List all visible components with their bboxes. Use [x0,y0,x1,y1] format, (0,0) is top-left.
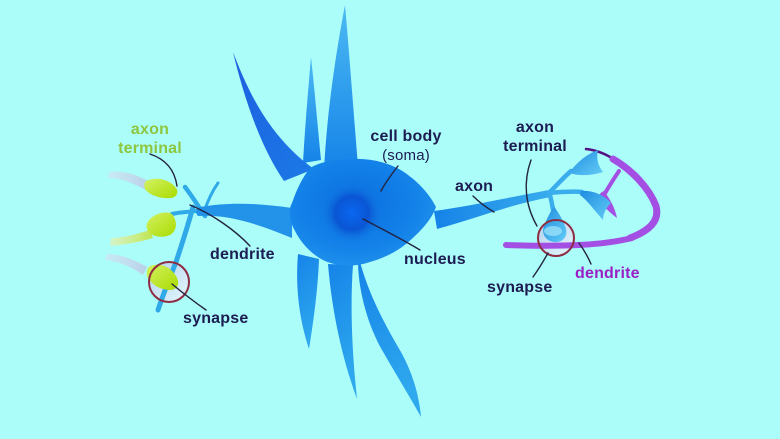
leader-cell-body [380,165,399,192]
axon-terminal-bulb-3 [146,264,179,290]
label-dendrite-right: dendrite [575,265,640,282]
axon-terminal-trumpet-lower [580,190,611,220]
purple-dendrite-arm [609,155,661,242]
label-dendrite-left: dendrite [210,246,275,263]
dendrite-spike-bottom-a [297,254,319,349]
leader-nucleus [362,218,421,251]
purple-dendrite-fork [602,169,621,197]
dendrite-spike-upper-left [233,52,314,181]
presynaptic-stem-1 [108,171,148,190]
dendrite-spike-bottom-c [358,262,421,417]
presynaptic-stem-3 [105,254,147,275]
label-cell-body-line1: cell body [370,128,442,145]
dendrite-spike-bottom-b [328,264,357,399]
leader-synapse-right [532,252,549,278]
label-axon-terminal-left-line1: axon [130,121,170,138]
label-synapse-left: synapse [183,310,249,327]
label-nucleus: nucleus [404,251,466,268]
dendrite-twig-lower [155,204,196,313]
leader-axon-terminal-left [149,153,178,187]
nucleus-shape [312,173,392,253]
label-axon-terminal-right-line2: terminal [503,138,567,155]
leader-synapse-left [171,283,207,311]
label-axon-terminal-left: axon terminal [118,120,182,158]
dendrite-twig-middle [170,209,199,216]
axon-shape [434,190,551,229]
leader-dendrite-right [578,242,592,265]
axon-terminal-branch-middle [546,189,585,196]
label-axon-terminal-right: axon terminal [503,118,567,156]
label-axon-terminal-right-line1: axon [515,119,555,136]
axon-terminal-bouton-right [543,206,567,243]
leader-dendrite-left [189,204,251,247]
dendrite-trunk-left [196,203,292,238]
presynaptic-stem-2 [110,230,153,246]
label-axon-terminal-left-line2: terminal [118,140,182,157]
axon-terminal-bulb-2 [146,212,176,237]
dendrite-spike-top-tall [324,5,358,170]
synapse-circle-left-ring [148,261,190,303]
dendrite-spike-top-short [303,57,321,163]
synapse-circle-right-ring [537,219,575,257]
axon-terminal-trumpet-upper [569,150,603,176]
label-cell-body: cell body (soma) [370,127,441,165]
axon-terminal-bulb-1 [144,178,178,199]
label-synapse-right: synapse [487,279,553,296]
leader-axon-terminal-right [525,159,538,227]
axon-terminal-bouton-highlight [544,226,562,236]
leader-axon [472,195,495,213]
label-cell-body-line2: (soma) [382,147,430,164]
label-axon: axon [455,178,494,195]
